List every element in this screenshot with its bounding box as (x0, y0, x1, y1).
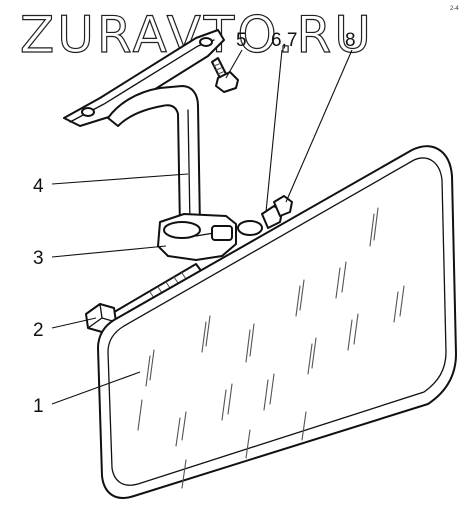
callout-1: 1 (33, 396, 44, 417)
callout-2: 2 (33, 320, 44, 341)
watermark-text: ZURAVTO.RU (20, 6, 374, 64)
leader-1 (51, 371, 141, 405)
leader-67 (265, 49, 283, 213)
rear-view-mirror (97, 145, 457, 499)
leader-3 (51, 245, 167, 258)
leader-4 (51, 173, 189, 185)
callout-5: 5 (236, 30, 247, 51)
leader-8 (285, 49, 353, 203)
mirror-stem (107, 85, 201, 229)
callout-8: 8 (345, 30, 356, 51)
stem-clamp (157, 213, 237, 261)
corner-mark: 2-4 (450, 6, 459, 12)
callout-4: 4 (33, 176, 44, 197)
mounting-plate (63, 29, 225, 127)
leader-5 (225, 49, 243, 79)
callout-3: 3 (33, 248, 44, 269)
callout-6-7: 6,7 (271, 30, 297, 51)
mirror-bracket-hardware (237, 195, 293, 236)
leader-2 (51, 317, 97, 329)
